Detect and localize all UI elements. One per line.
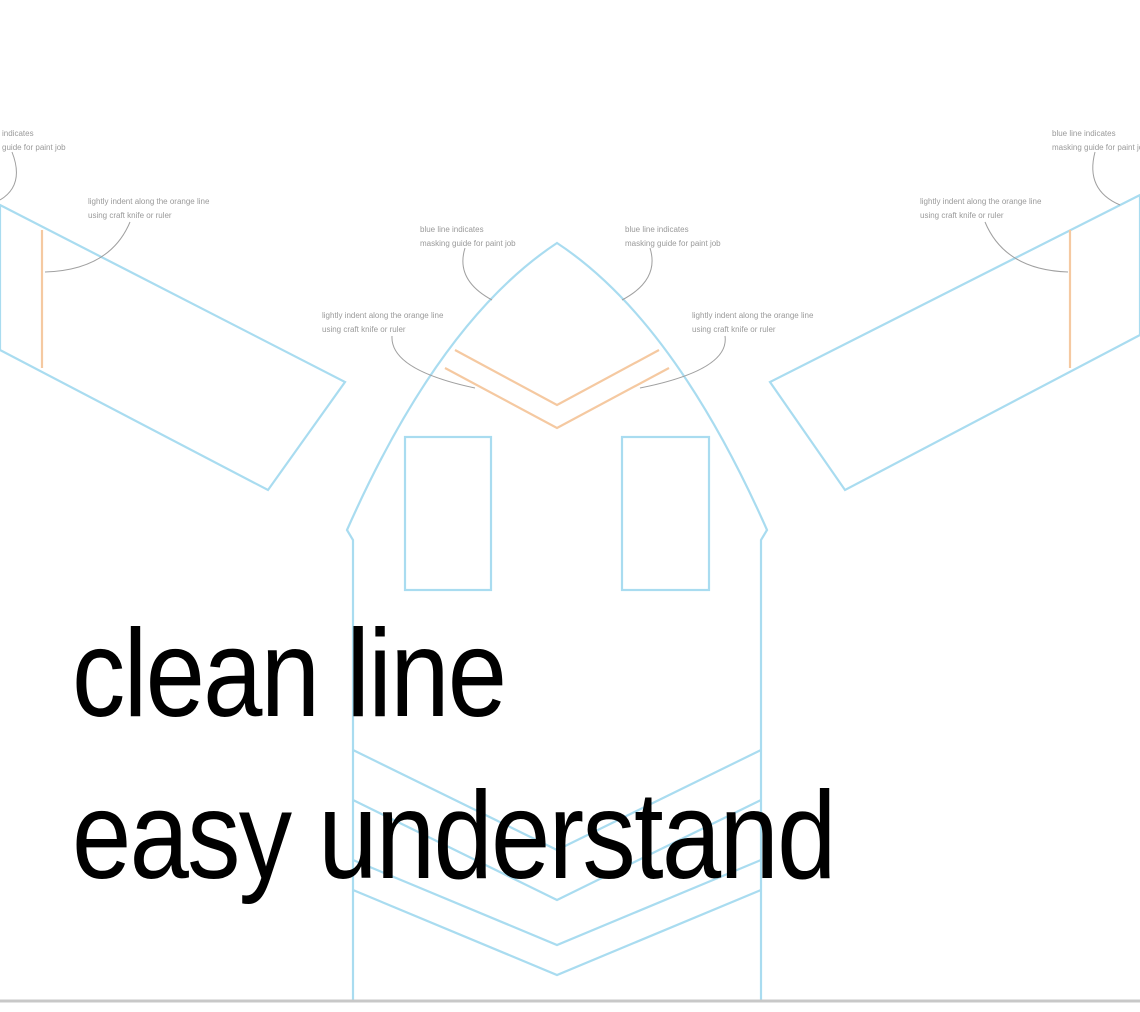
note-right-orange-line1: lightly indent along the orange line xyxy=(920,197,1042,206)
leader-center-left-orange xyxy=(391,335,476,389)
note-top-right-line1: blue line indicates xyxy=(1052,129,1116,138)
caption-line-1: clean line xyxy=(72,605,507,743)
roof-fold-line-upper xyxy=(454,349,660,407)
right-arm-panel xyxy=(768,193,1140,492)
caption-line-2: easy understand xyxy=(72,767,836,905)
left-arm-panel xyxy=(0,203,347,492)
leader-center-left-blue xyxy=(462,247,493,301)
leader-center-right-orange xyxy=(639,335,726,389)
note-top-right-line2: masking guide for paint job xyxy=(1052,143,1140,152)
leader-left-orange xyxy=(44,221,131,273)
note-center-right-blue-line1: blue line indicates xyxy=(625,225,689,234)
note-center-left-orange-line2: using craft knife or ruler xyxy=(322,325,406,334)
note-center-right-blue-line2: masking guide for paint job xyxy=(625,239,721,248)
leader-top-right xyxy=(1092,151,1121,206)
center-body-outline xyxy=(345,241,769,1000)
left-window-cutout xyxy=(403,435,493,592)
leader-top-left xyxy=(0,151,17,201)
lower-chevron-bottom-b xyxy=(352,888,762,977)
note-top-left-line2: masking guide for paint job xyxy=(0,143,66,152)
note-center-left-blue-line2: masking guide for paint job xyxy=(420,239,516,248)
lower-chevron-bottom-a xyxy=(352,858,762,947)
note-center-right-orange-line2: using craft knife or ruler xyxy=(692,325,776,334)
note-center-left-orange-line1: lightly indent along the orange line xyxy=(322,311,444,320)
note-right-orange-line2: using craft knife or ruler xyxy=(920,211,1004,220)
note-center-left-blue-line1: blue line indicates xyxy=(420,225,484,234)
lower-chevron-top xyxy=(352,749,762,852)
note-left-orange-line1: lightly indent along the orange line xyxy=(88,197,210,206)
lower-chevron-middle xyxy=(352,799,762,902)
note-top-left-line1: blue line indicates xyxy=(0,129,34,138)
leader-center-right-blue xyxy=(621,247,653,301)
roof-fold-line-lower xyxy=(444,367,670,430)
note-center-right-orange-line1: lightly indent along the orange line xyxy=(692,311,814,320)
leader-right-orange xyxy=(984,221,1069,273)
note-left-orange-line2: using craft knife or ruler xyxy=(88,211,172,220)
right-window-cutout xyxy=(620,435,711,592)
